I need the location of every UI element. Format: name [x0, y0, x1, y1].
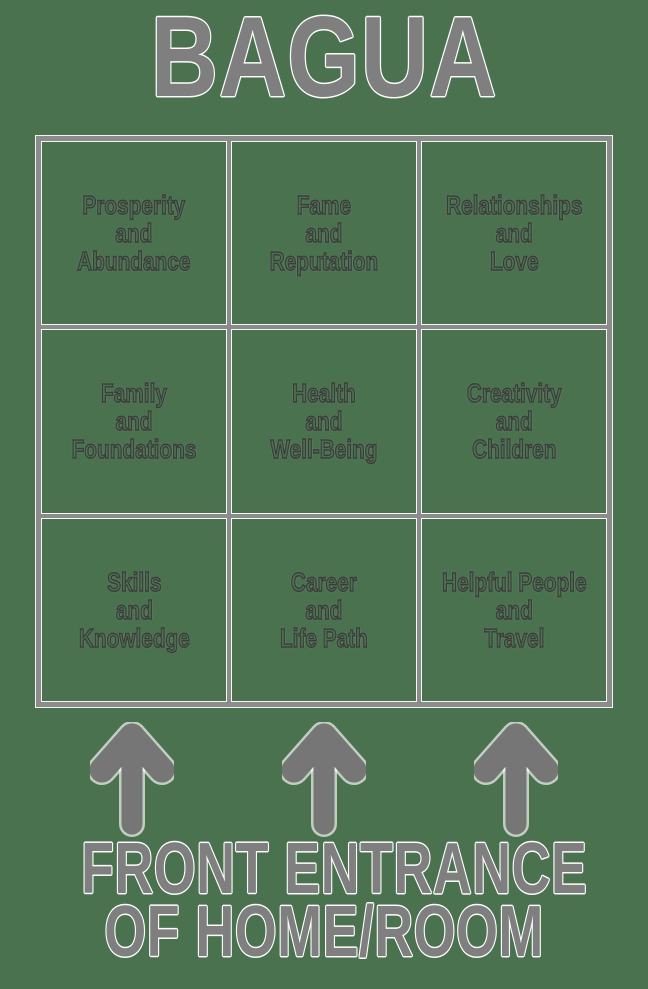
arrow-slot [228, 720, 420, 840]
cell-label: Fame and Reputation [269, 190, 379, 277]
cell-label: Prosperity and Abundance [77, 190, 191, 277]
bagua-cell-family-foundations: Family and Foundations [42, 330, 226, 513]
bagua-cell-skills-knowledge: Skills and Knowledge [42, 518, 226, 701]
bagua-cell-prosperity-abundance: Prosperity and Abundance [42, 142, 226, 325]
page-title: BAGUA [150, 0, 498, 121]
bagua-cell-relationships-love: Relationships and Love [422, 142, 606, 325]
front-entrance-caption: FRONT ENTRANCE OF HOME/ROOM [81, 829, 588, 972]
up-arrow-icon [474, 722, 558, 837]
arrow-slot [36, 720, 228, 840]
bagua-grid: Prosperity and Abundance Fame and Reputa… [36, 136, 612, 707]
cell-label: Creativity and Children [466, 378, 562, 465]
arrow-slot [420, 720, 612, 840]
up-arrow-icon [282, 722, 366, 837]
cell-label: Skills and Knowledge [78, 566, 190, 653]
cell-label: Health and Well-Being [270, 378, 378, 465]
bagua-cell-helpful-people-travel: Helpful People and Travel [422, 518, 606, 701]
up-arrow-icon [90, 722, 174, 837]
entrance-arrows [36, 720, 612, 840]
front-entrance-line-1: FRONT ENTRANCE [81, 829, 588, 909]
cell-label: Relationships and Love [445, 190, 583, 277]
bagua-cell-health-wellbeing: Health and Well-Being [232, 330, 416, 513]
bagua-cell-creativity-children: Creativity and Children [422, 330, 606, 513]
cell-label: Family and Foundations [71, 378, 197, 465]
cell-label: Career and Life Path [279, 566, 368, 653]
front-entrance-line-2: OF HOME/ROOM [104, 892, 544, 972]
bagua-cell-career-lifepath: Career and Life Path [232, 518, 416, 701]
cell-label: Helpful People and Travel [441, 566, 587, 653]
bagua-cell-fame-reputation: Fame and Reputation [232, 142, 416, 325]
